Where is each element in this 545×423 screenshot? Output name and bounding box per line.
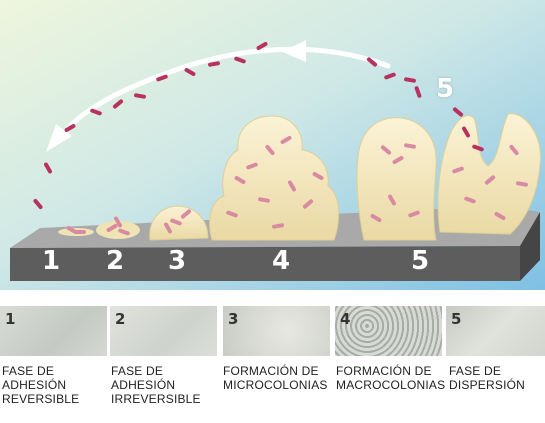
bacterium-icon: [180, 209, 192, 219]
stage5-right-tower: [437, 113, 541, 235]
micrograph-panel-5: 5: [446, 306, 545, 356]
stage-number-4: 4: [272, 246, 291, 276]
bacterium-icon: [164, 222, 172, 234]
micrograph-number-4: 4: [340, 310, 351, 328]
bacterium-icon: [184, 68, 196, 76]
dispersion-arrow: [57, 46, 391, 141]
surface-front: [10, 246, 520, 281]
bacterium-icon: [44, 162, 52, 174]
bacterium-icon: [484, 175, 496, 185]
bacterium-icon: [156, 74, 168, 82]
bacterium-icon: [384, 72, 396, 80]
bacterium-icon: [114, 216, 122, 228]
biofilm-illustration: [0, 0, 545, 290]
bacterium-icon: [226, 210, 238, 218]
stage-number-2: 2: [106, 246, 125, 276]
bacterium-icon: [280, 136, 292, 144]
bacterium-icon: [452, 107, 464, 117]
bacterium-icon: [312, 172, 324, 180]
bacterium-icon: [464, 196, 476, 204]
micrograph-number-1: 1: [5, 310, 16, 328]
bacteria-group: [33, 42, 528, 236]
micrograph-panel-4: 4: [335, 306, 442, 356]
bacterium-icon: [118, 228, 130, 236]
micrograph-panel-2: 2: [110, 306, 217, 356]
arrow-head-left: [46, 124, 72, 152]
bacterium-icon: [472, 144, 484, 152]
bacterium-icon: [208, 61, 220, 67]
bacterium-icon: [112, 99, 124, 109]
bacterium-icon: [462, 126, 470, 138]
bacterium-icon: [302, 199, 314, 209]
bacterium-icon: [66, 226, 78, 234]
bacterium-icon: [404, 77, 416, 83]
bacterium-icon: [288, 180, 296, 192]
micrograph-panel-3: 3: [223, 306, 330, 356]
bacterium-icon: [414, 86, 422, 98]
bacterium-icon: [134, 93, 146, 99]
bacterium-icon: [388, 194, 396, 206]
bacterium-icon: [392, 156, 404, 164]
bacterium-icon: [452, 166, 464, 174]
micrograph-panel-1: 1: [0, 306, 107, 356]
stage5-left-tower: [356, 117, 437, 241]
bacterium-icon: [272, 223, 284, 229]
bacterium-icon: [256, 42, 268, 50]
micrograph-number-2: 2: [115, 310, 126, 328]
stage-number-5: 5: [411, 246, 430, 276]
bacterium-icon: [408, 210, 420, 218]
bacterium-icon: [33, 198, 43, 210]
bacterium-icon: [234, 56, 246, 64]
bacterium-icon: [370, 214, 382, 222]
stage-number-1: 1: [42, 246, 61, 276]
bacterium-icon: [170, 218, 182, 226]
bacterium-icon: [265, 144, 275, 156]
bacterium-icon: [404, 143, 416, 149]
bacterium-icon: [366, 57, 378, 67]
bacterium-icon: [246, 162, 258, 170]
bacterium-icon: [90, 108, 102, 116]
bacterium-icon: [64, 124, 76, 132]
surface-side: [520, 212, 540, 281]
arrow-stage-number: 5: [436, 74, 455, 104]
bacterium-icon: [258, 197, 270, 203]
arrow-head-top: [282, 40, 306, 62]
stage-number-3: 3: [168, 246, 187, 276]
bacterium-icon: [380, 145, 392, 155]
bacterium-icon: [494, 212, 506, 220]
micrograph-number-5: 5: [451, 310, 462, 328]
micrograph-number-3: 3: [228, 310, 239, 328]
bacterium-icon: [509, 144, 519, 156]
stage4-macrocolony: [209, 115, 339, 241]
bacterium-icon: [106, 224, 118, 232]
bacterium-icon: [516, 181, 528, 187]
bacterium-icon: [234, 176, 246, 184]
